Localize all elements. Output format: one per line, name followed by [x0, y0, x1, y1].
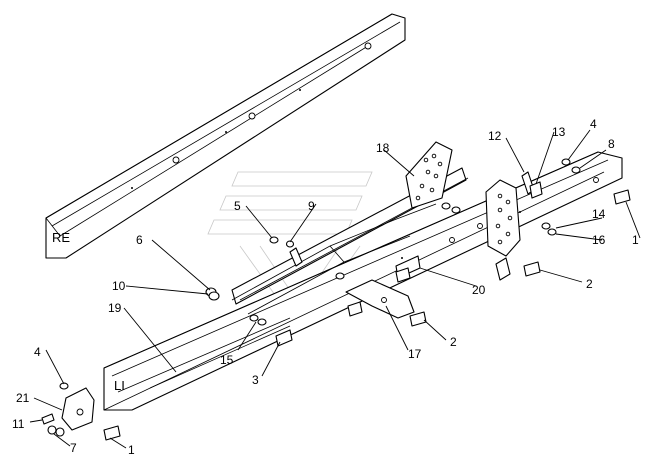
callout-4: 4: [34, 345, 41, 359]
callout-2: 2: [450, 335, 457, 349]
sleeve: [289, 247, 303, 267]
callout-16: 16: [592, 233, 606, 247]
bolt-17: [347, 301, 363, 317]
right-side-label: RE: [52, 230, 70, 245]
callout-2: 2: [586, 277, 593, 291]
pin-lower: [495, 257, 511, 281]
callout-9: 9: [308, 199, 315, 213]
left-side-label: LI: [114, 378, 125, 393]
callout-18: 18: [376, 141, 390, 155]
bolt-20: [395, 267, 411, 283]
end-bracket-21: [61, 387, 95, 431]
bolt-1-right: [613, 189, 631, 205]
callout-1: 1: [128, 443, 135, 457]
callout-19: 19: [108, 301, 122, 315]
nut-c: [451, 206, 461, 214]
nut-5: [269, 236, 279, 244]
callout-11: 11: [12, 417, 25, 431]
nut-15a: [249, 314, 259, 322]
sheet-brace: [231, 203, 437, 315]
nut-4-right: [561, 158, 571, 166]
nut-4-left: [59, 382, 69, 390]
ring-7b: [55, 427, 65, 437]
bolt-1-left: [103, 425, 121, 441]
callout-15: 15: [220, 353, 234, 367]
callout-4: 4: [590, 117, 597, 131]
bolt-2-upper: [523, 261, 541, 277]
callout-13: 13: [552, 125, 566, 139]
callout-12: 12: [488, 129, 502, 143]
nut-a: [335, 272, 345, 280]
callout-17: 17: [408, 347, 422, 361]
lower-rail-part-19: [103, 151, 623, 411]
callout-labels: 1 1 2 2 3 4 4 5 6 7 8 9 10 11 12 13 14 1…: [12, 117, 639, 457]
callout-7: 7: [70, 441, 77, 455]
nut-8: [571, 166, 581, 174]
washer-9: [285, 240, 295, 248]
callout-20: 20: [472, 283, 486, 297]
upper-rail-part: [45, 13, 406, 259]
callout-6: 6: [136, 233, 143, 247]
callout-5: 5: [234, 199, 241, 213]
leader-lines: [29, 129, 641, 449]
pin-11: [41, 413, 55, 425]
link-part-17: [345, 279, 415, 319]
callout-21: 21: [16, 391, 30, 405]
right-bracket-plate: [485, 179, 521, 257]
nut-16: [547, 228, 557, 236]
callout-14: 14: [592, 207, 606, 221]
ring-7a: [47, 425, 57, 435]
callout-10: 10: [112, 279, 126, 293]
bracket-plate-18: [405, 141, 453, 209]
callout-8: 8: [608, 137, 615, 151]
nut-14: [541, 222, 551, 230]
fasteners: [41, 158, 631, 441]
nut-15b: [257, 318, 267, 326]
callout-3: 3: [252, 373, 259, 387]
washer-10: [208, 291, 220, 301]
nut-b: [441, 202, 451, 210]
bolt-2-lower: [409, 311, 427, 327]
callout-1: 1: [632, 233, 639, 247]
